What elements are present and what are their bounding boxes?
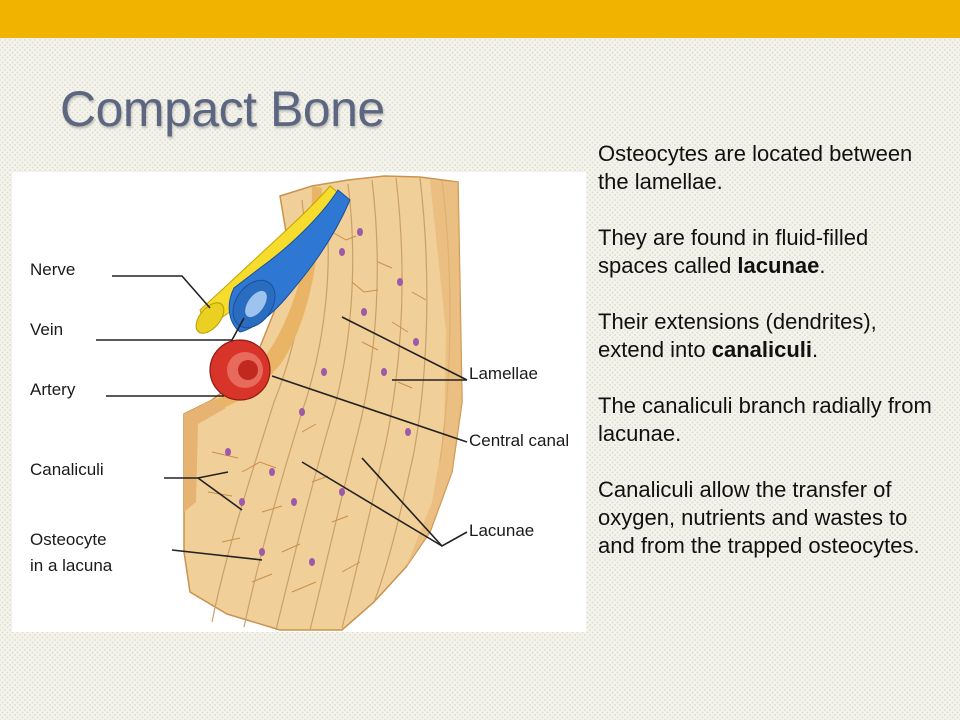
osteocytes xyxy=(225,228,419,566)
paragraph-dendrites: Their extensions (dendrites), extend int… xyxy=(598,309,877,362)
canaliculi-network xyxy=(207,231,427,593)
label-central-canal: Central canal xyxy=(469,431,569,450)
top-accent-bar xyxy=(0,0,960,38)
compact-bone-diagram: Nerve Vein Artery Canaliculi Osteocyte i… xyxy=(30,175,569,631)
label-vein: Vein xyxy=(30,320,63,339)
label-artery: Artery xyxy=(30,380,76,399)
label-nerve: Nerve xyxy=(30,260,75,279)
nerve-end xyxy=(195,302,225,334)
label-osteocyte-line1: Osteocyte xyxy=(30,530,107,549)
paragraph-lacunae: They are found in fluid-filled spaces ca… xyxy=(598,225,869,278)
paragraph-osteocyte-location: Osteocytes are located between the lamel… xyxy=(598,141,913,194)
label-canaliculi: Canaliculi xyxy=(30,460,104,479)
paragraph-canaliculi-branch: The canaliculi branch radially from lacu… xyxy=(598,393,932,446)
artery-core xyxy=(238,360,258,380)
bone-outer-face xyxy=(406,180,462,567)
text-panel: Osteocytes are located between the lamel… xyxy=(598,140,943,560)
term-lacunae: lacunae xyxy=(737,253,820,278)
label-lamellae: Lamellae xyxy=(469,364,538,383)
bone-front-block xyxy=(184,400,226,512)
compact-bone-figure: Nerve Vein Artery Canaliculi Osteocyte i… xyxy=(12,172,586,632)
label-osteocyte-line2: in a lacuna xyxy=(30,556,113,575)
vein-lumen xyxy=(245,290,267,318)
leader-lines xyxy=(96,275,468,561)
slide-title: Compact Bone xyxy=(60,81,385,137)
paragraph-canaliculi-transfer: Canaliculi allow the transfer of oxygen,… xyxy=(598,477,920,558)
label-lacunae: Lacunae xyxy=(469,521,534,540)
term-canaliculi: canaliculi xyxy=(711,337,813,362)
